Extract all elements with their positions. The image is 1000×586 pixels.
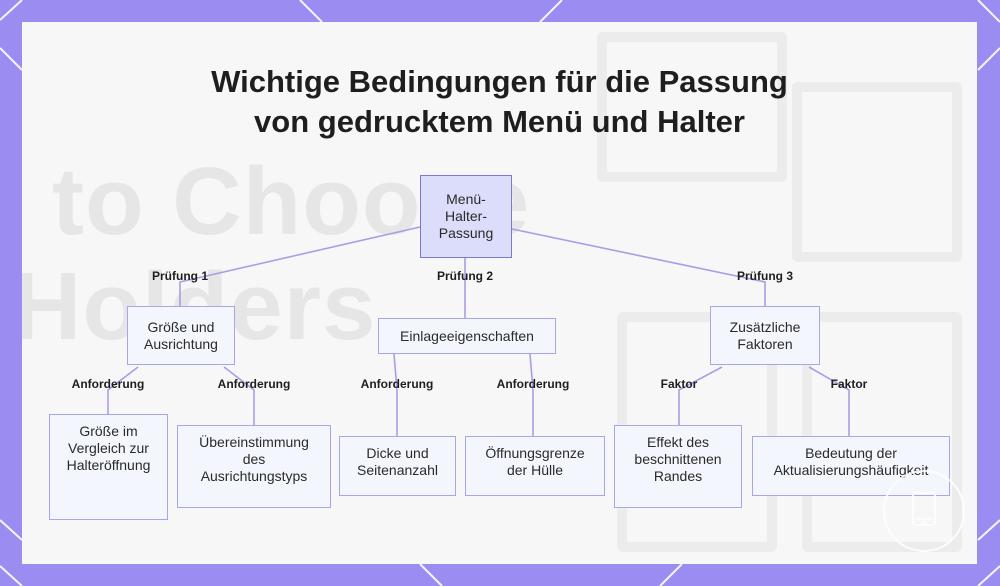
root-node: Menü-Halter-Passung (420, 175, 512, 258)
connector-branch3-child2 (808, 366, 850, 437)
title-line-2: von gedrucktem Menü und Halter (254, 104, 745, 139)
edge-label-branch2-child1: Anforderung (360, 377, 434, 391)
page-title: Wichtige Bedingungen für die Passung von… (22, 62, 977, 142)
branch2-node: Einlageeigenschaften (378, 318, 556, 354)
connector-branch3-child1 (678, 366, 723, 427)
edge-label-branch3-child2: Faktor (830, 377, 868, 391)
edge-label-branch1-child2: Anforderung (217, 377, 291, 391)
edge-label-branch2-child2: Anforderung (496, 377, 570, 391)
edge-label-branch2: Prüfung 2 (437, 269, 493, 283)
diagram-card: to Choose Holders Wichtige Bedingungen f… (22, 22, 977, 564)
connector-branch1-child2 (223, 366, 255, 427)
edge-label-branch1-child1: Anforderung (71, 377, 145, 391)
edge-label-branch3: Prüfung 3 (737, 269, 793, 283)
connector-branch2-child1 (393, 353, 398, 437)
connector-root-branch3 (511, 228, 766, 307)
connector-branch1-child1 (107, 366, 139, 417)
edge-label-branch1: Prüfung 1 (152, 269, 208, 283)
connector-branch2-child2 (529, 353, 534, 437)
connector-root-branch1 (179, 226, 421, 307)
tablet-icon (883, 470, 965, 552)
title-line-1: Wichtige Bedingungen für die Passung (211, 64, 788, 99)
connector-lines (107, 226, 850, 437)
edge-label-branch3-child1: Faktor (660, 377, 698, 391)
